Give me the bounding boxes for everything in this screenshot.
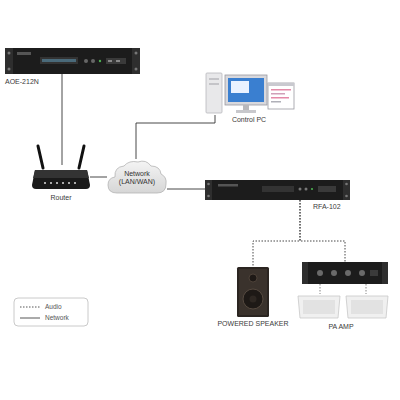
amplifier-drawing	[298, 262, 388, 318]
cloud-node: Network (LAN/WAN)	[107, 159, 167, 197]
device-node: POWERED SPEAKER	[236, 266, 270, 318]
connector-line	[253, 200, 300, 266]
device-label: AOE-212N	[5, 78, 39, 86]
connector-line	[136, 115, 215, 159]
connector-line	[90, 177, 107, 178]
router-drawing	[32, 146, 90, 189]
device-label: Control PC	[232, 116, 266, 124]
device-node: PA AMP	[296, 262, 389, 319]
connector-line	[167, 189, 205, 190]
audio-connector	[300, 200, 345, 262]
rack-unit-drawing	[5, 48, 140, 74]
legend-text: Network	[45, 314, 69, 322]
network-connector	[62, 74, 63, 165]
network-connector	[136, 115, 215, 159]
legend-frame	[14, 298, 88, 326]
device-node: RFA-102	[205, 180, 350, 200]
rack-unit-drawing	[205, 180, 350, 200]
network-connector	[90, 177, 107, 178]
device-node: Control PC	[205, 66, 295, 115]
connector-line	[62, 74, 63, 165]
cloud-label: Network (LAN/WAN)	[117, 170, 157, 186]
audio-connector	[253, 200, 300, 266]
device-label: RFA-102	[313, 203, 341, 211]
network-connector	[167, 189, 205, 190]
device-label: Router	[50, 194, 71, 202]
device-node: Router	[32, 165, 90, 190]
device-label: PA AMP	[328, 323, 353, 331]
computer-drawing	[206, 73, 294, 113]
device-label: POWERED SPEAKER	[217, 320, 288, 328]
device-node: AOE-212N	[5, 48, 140, 74]
connector-line	[300, 200, 345, 262]
legend-text: Audio	[45, 303, 62, 311]
speaker-drawing	[237, 267, 269, 317]
